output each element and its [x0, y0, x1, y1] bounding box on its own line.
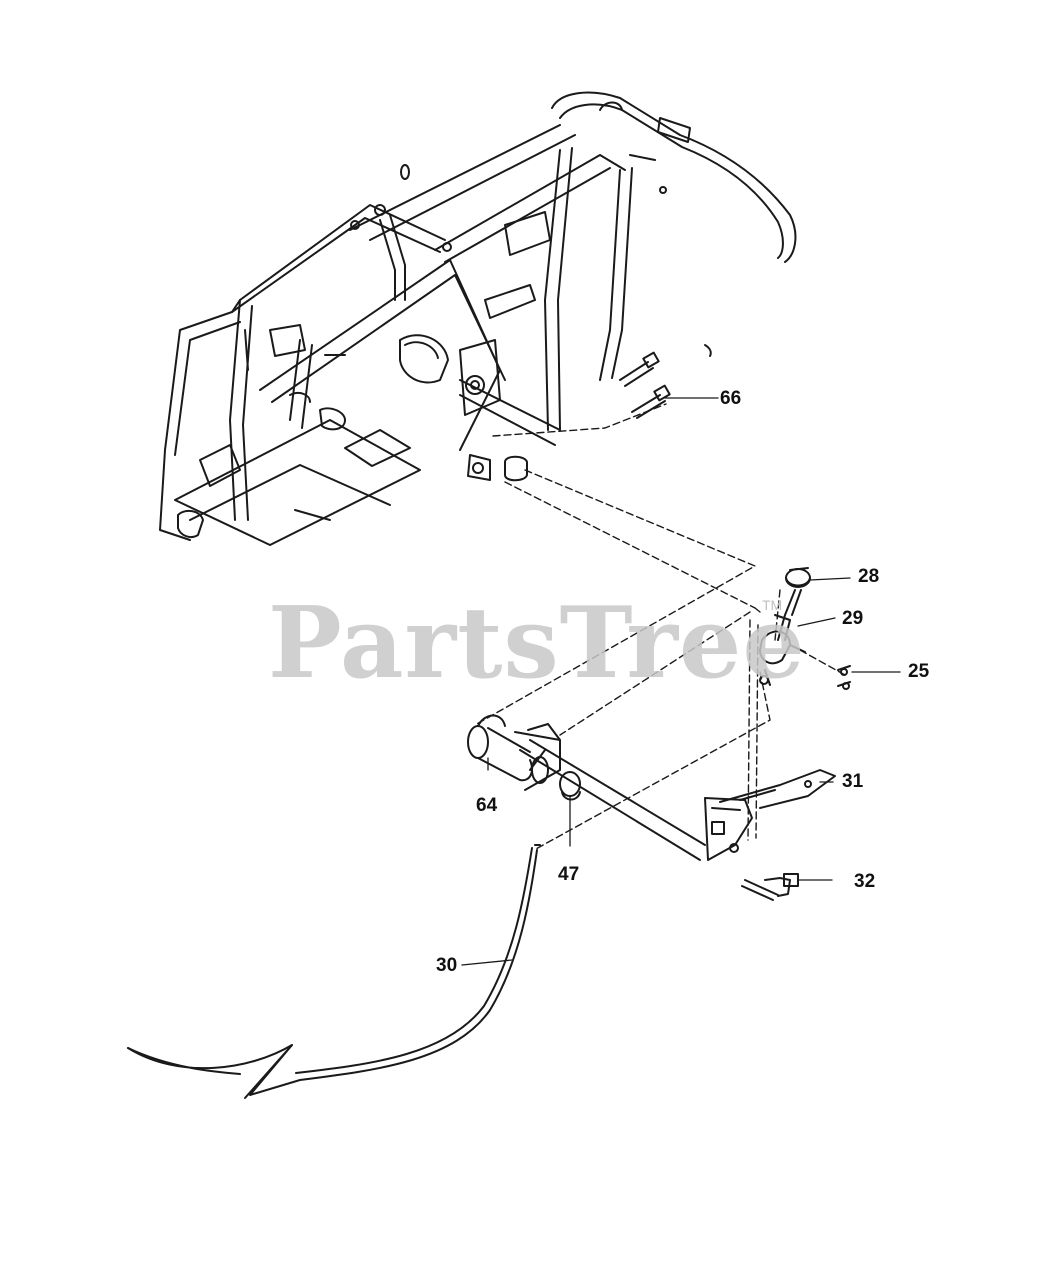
callout-31: 31 — [842, 771, 864, 792]
bolt-32 — [741, 873, 833, 901]
callout-66: 66 — [720, 388, 742, 409]
callout-47: 47 — [558, 864, 580, 885]
lift-lever-29 — [759, 567, 851, 686]
callout-30: 30 — [436, 955, 458, 976]
pivot-tube-64 — [467, 714, 706, 861]
bolt-66-upper — [619, 351, 660, 387]
bolt-66 — [631, 384, 671, 419]
watermark-trademark: TM — [762, 597, 783, 613]
callout-25: 25 — [908, 661, 930, 682]
frame-assembly — [159, 91, 797, 546]
bracket-31 — [704, 769, 836, 861]
assembly-lines — [474, 403, 846, 851]
screws-25 — [837, 665, 901, 690]
callout-29: 29 — [842, 608, 864, 629]
bushing-47 — [559, 771, 581, 847]
leader-lines — [487, 397, 719, 771]
callout-28: 28 — [858, 566, 880, 587]
cable-30 — [127, 844, 541, 1099]
callout-64: 64 — [476, 795, 498, 816]
callout-32: 32 — [854, 871, 876, 892]
watermark-brand: PartsTree — [268, 586, 806, 701]
